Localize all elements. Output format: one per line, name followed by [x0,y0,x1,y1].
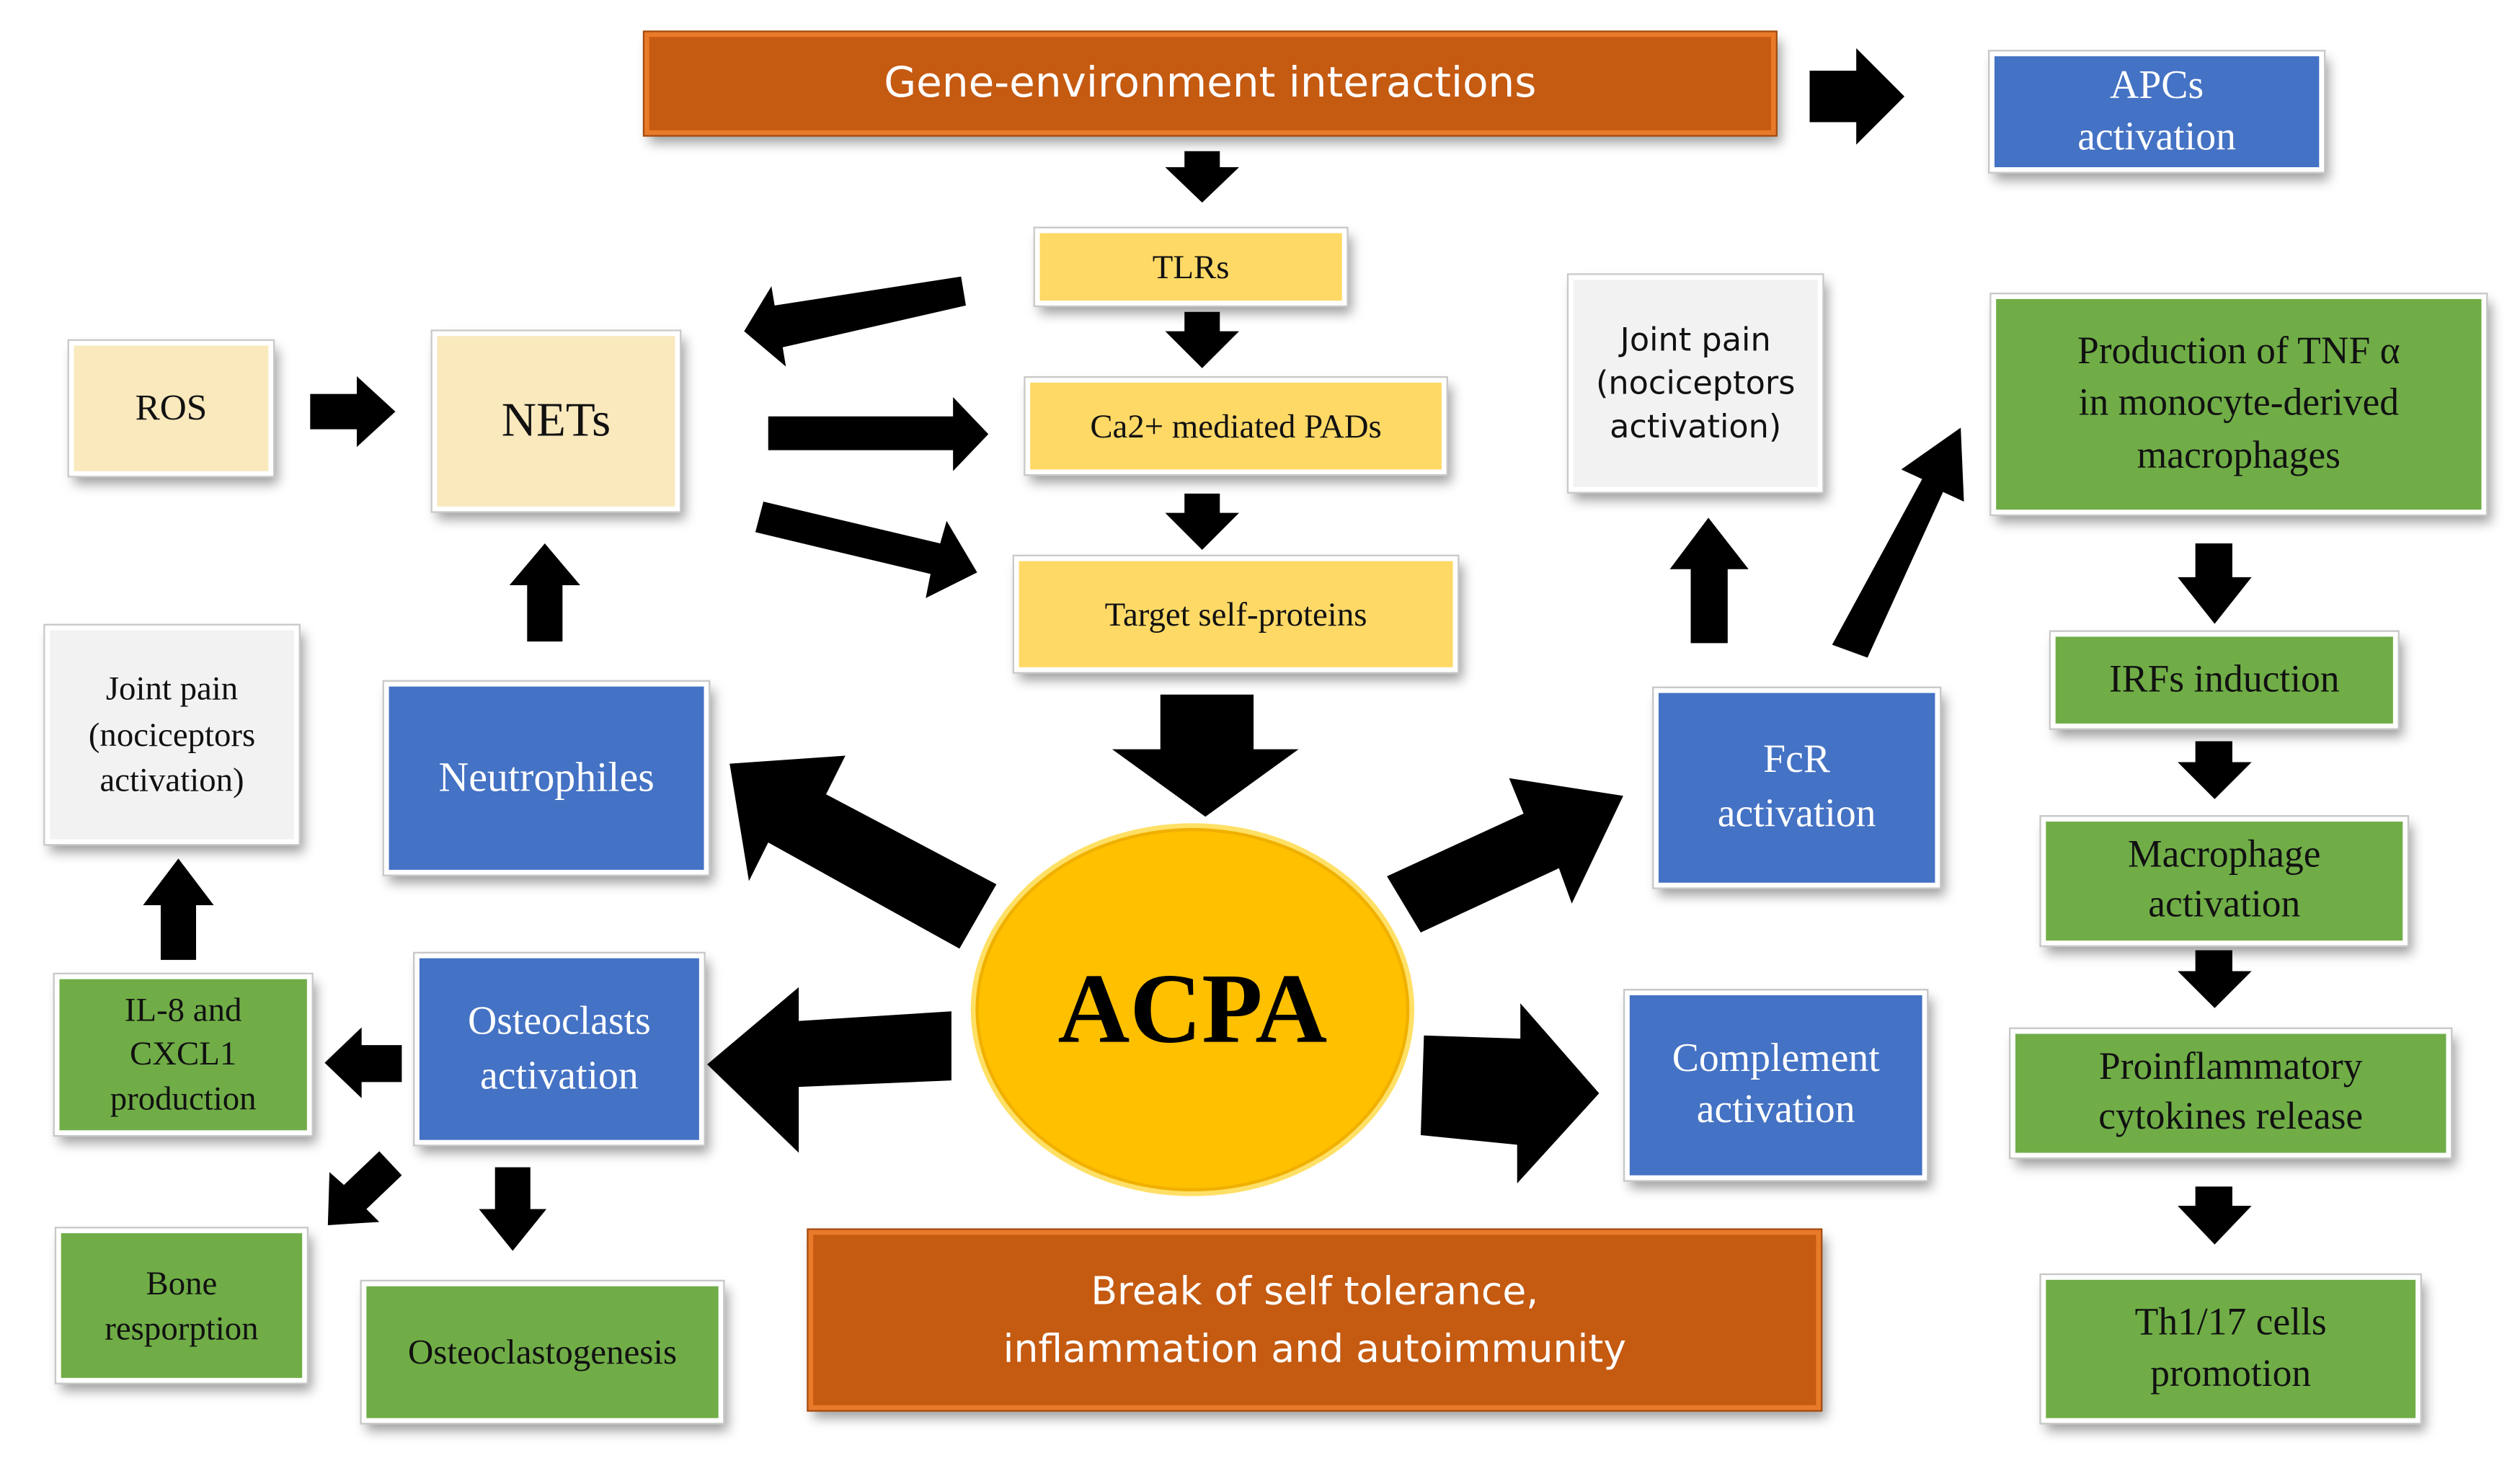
arrow-nets-to-pads [768,397,989,471]
fcr-activation-box: FcR activation [1652,686,1942,889]
arrow-nets-to-target [755,502,977,598]
apcs-activation-box: APCs activation [1988,50,2326,174]
macrophage-activation-box: Macrophage activation [2039,815,2410,948]
gene-environment-box: Gene-environment interactions [642,30,1778,137]
arrow-proinflam-to-th [2178,1186,2252,1245]
arrow-gene-to-tlrs [1165,151,1240,203]
arrow-tlrs-to-pads [1165,311,1240,368]
arrow-macrophage-to-proinflam [2178,950,2252,1008]
arrow-tlrs-to-nets [744,276,966,367]
arrow-osteoclasts-to-osteoclastogenesis [479,1167,547,1251]
arrow-osteoclasts-to-il8 [324,1027,402,1098]
osteoclastogenesis-box: Osteoclastogenesis [360,1279,725,1425]
arrow-fcr-to-jointpain [1669,517,1749,644]
acpa-label: ACPA [1057,954,1328,1064]
target-self-proteins-box: Target self-proteins [1012,554,1460,674]
il8-cxcl1-box: IL-8 and CXCL1 production [53,972,314,1137]
complement-activation-box: Complement activation [1623,989,1929,1182]
proinflammatory-box: Proinflammatory cytokines release [2008,1027,2453,1160]
arrow-ros-to-nets [310,376,396,448]
ros-box: ROS [67,339,275,478]
osteoclasts-activation-box: Osteoclasts activation [413,951,706,1147]
arrow-pads-to-target [1165,493,1240,550]
arrow-acpa-to-osteoclasts [707,987,951,1153]
tlrs-box: TLRs [1033,226,1349,308]
arrow-irfs-to-macrophage [2178,741,2252,799]
bone-resorption-box: Bone resporption [54,1227,309,1384]
ca-pads-box: Ca2+ mediated PADs [1024,376,1448,476]
joint-pain-right-box: Joint pain (nociceptors activation) [1566,273,1824,494]
arrow-acpa-to-neutrophiles [729,755,997,949]
irfs-induction-box: IRFs induction [2049,630,2400,730]
arrow-acpa-to-fcr [1387,778,1623,933]
arrow-il8-to-jointpain [143,858,214,960]
th-cells-box: Th1/17 cells promotion [2039,1273,2423,1425]
arrow-osteoclasts-to-bone [327,1151,402,1225]
arrow-target-to-acpa [1112,694,1299,817]
nets-box: NETs [430,329,682,513]
arrow-neutrophiles-to-nets [509,543,580,642]
tnf-production-box: Production of TNF α in monocyte-derived … [1989,293,2488,517]
arrow-tnf-to-irfs [2178,543,2252,624]
arrow-fcr-to-tnf [1832,427,1964,658]
arrow-acpa-to-complement [1420,1003,1600,1183]
break-of-tolerance-box: Break of self tolerance, inflammation an… [807,1228,1823,1412]
acpa-ellipse: ACPA [970,823,1415,1196]
neutrophiles-box: Neutrophiles [382,680,711,876]
arrow-gene-to-apcs [1809,48,1905,145]
joint-pain-left-box: Joint pain (nociceptors activation) [43,623,301,846]
